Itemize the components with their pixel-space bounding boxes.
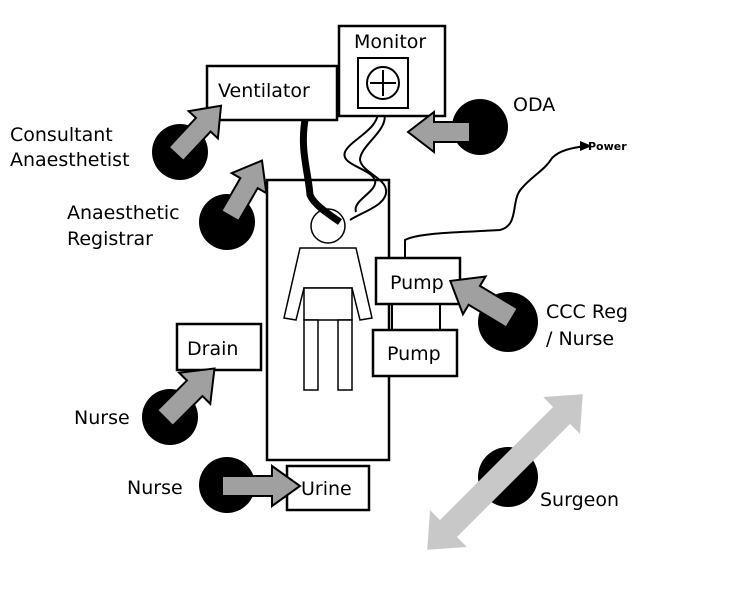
consultant-arrow [167,104,223,163]
drain-label: Drain [187,338,238,360]
registrar-label-line1: Anaesthetic [67,202,180,224]
registrar-label-line2: Registrar [67,228,153,250]
patient-left-leg [303,319,319,391]
oda-label: ODA [513,94,555,116]
urine-label: Urine [301,478,352,500]
nurse-drain-arrow [155,367,216,428]
registrar-arrow [219,159,268,223]
monitor-label: Monitor [354,31,426,53]
ventilator-box [205,64,339,122]
ccc-label-line1: CCC Reg [546,301,628,323]
pump-lower-label: Pump [387,343,441,365]
oda-arrow [406,109,471,155]
nurse-urine-arrow [221,464,302,508]
power-arrowhead [580,141,592,151]
monitor-cable-2 [349,111,388,221]
nurse-urine-label: Nurse [127,477,183,499]
surgeon-double-arrow [427,394,583,550]
connection-lines [299,111,586,330]
monitor-cable-1 [343,111,379,213]
staff-arrows [155,104,520,508]
ventilator-tube [299,119,343,225]
pump-power-cable [404,145,586,258]
power-label: Power [588,140,627,153]
pump-upper-box [374,256,462,306]
ventilator-label: Ventilator [218,80,310,102]
urine-box [285,464,371,512]
ccc-arrow [448,275,520,329]
consultant-label-line1: Consultant [10,124,113,146]
ccc-label-line2: / Nurse [546,328,614,350]
surgeon-label: Surgeon [540,489,619,511]
drain-box [175,322,263,372]
patient-hips [303,287,353,321]
consultant-label-line2: Anaesthetist [10,149,130,171]
pump-upper-label: Pump [390,272,444,294]
patient-right-leg [337,319,353,391]
pump-lower-box [371,328,459,378]
nurse-drain-label: Nurse [74,407,130,429]
